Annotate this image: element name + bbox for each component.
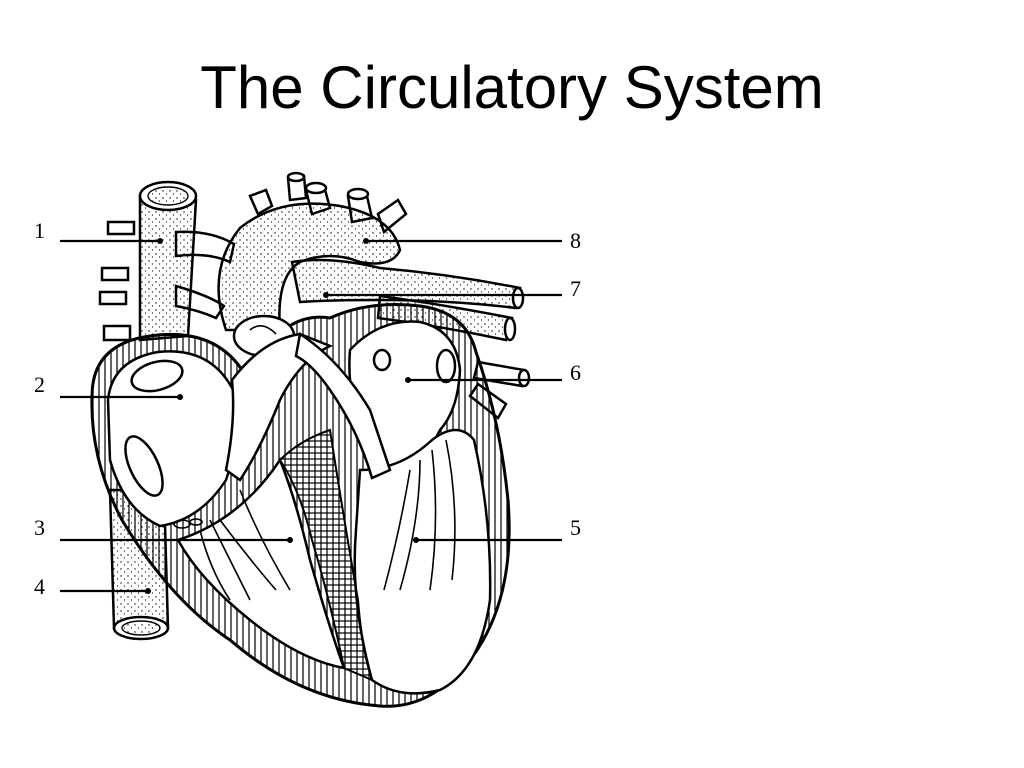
label-4: 4 (34, 574, 45, 599)
aortic-arch (217, 171, 408, 332)
label-6: 6 (570, 360, 581, 385)
slide-title: The Circulatory System (200, 54, 824, 121)
label-5: 5 (570, 515, 581, 540)
label-1: 1 (34, 218, 45, 243)
label-leaders (60, 238, 562, 594)
superior-vena-cava (98, 180, 236, 342)
label-8: 8 (570, 228, 581, 253)
aortic-root (224, 314, 392, 482)
atrium-openings (124, 348, 457, 497)
label-2: 2 (34, 372, 45, 397)
label-3: 3 (34, 515, 45, 540)
label-7: 7 (570, 276, 581, 301)
